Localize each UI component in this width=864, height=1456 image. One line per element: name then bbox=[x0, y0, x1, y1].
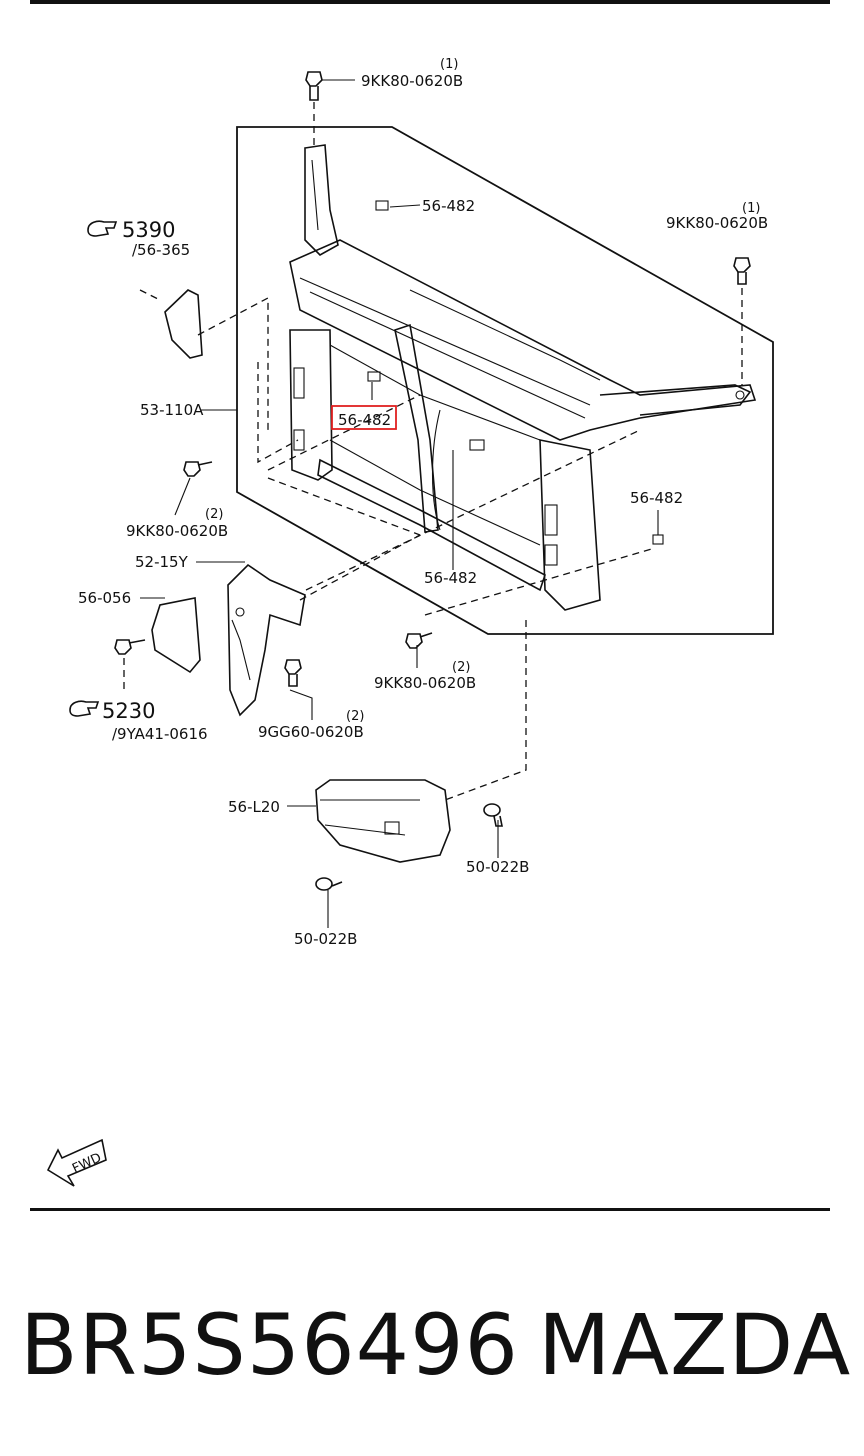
label-lower-bolt: 9KK80-0620B bbox=[374, 674, 476, 692]
label-bracket-56: 56-056 bbox=[78, 589, 131, 607]
bolt-gg bbox=[284, 659, 302, 687]
label-gg-bolt: 9GG60-0620B bbox=[258, 723, 364, 741]
label-top-bolt: 9KK80-0620B bbox=[361, 72, 463, 90]
parts-diagram: (1) 9KK80-0620B 56-482 5390 /56-365 (1) … bbox=[46, 57, 774, 1187]
label-lower-bolt-qty: (2) bbox=[452, 660, 470, 675]
footer: BR5S56496 MAZDA bbox=[0, 1290, 864, 1400]
highlight-box bbox=[331, 405, 397, 430]
part-number: BR5S56496 bbox=[20, 1296, 519, 1394]
dashed-leaders bbox=[123, 102, 743, 801]
label-ref-5390: 5390 bbox=[122, 218, 175, 242]
label-panel: 53-110A bbox=[140, 401, 204, 419]
label-highlighted-clip: 56-482 bbox=[338, 411, 391, 429]
deflector-56L20 bbox=[315, 779, 451, 863]
fwd-arrow-icon bbox=[46, 1138, 107, 1187]
hand-pointer-5390-icon bbox=[87, 220, 118, 237]
hand-pointer-5230-icon bbox=[69, 700, 100, 717]
clip-50a bbox=[483, 803, 503, 827]
label-top-bolt-qty: (1) bbox=[440, 57, 458, 72]
label-clip-50a: 50-022B bbox=[466, 858, 529, 876]
label-right-bolt-qty: (1) bbox=[742, 201, 760, 216]
clip-50b bbox=[315, 877, 343, 891]
bolt-left bbox=[183, 461, 213, 477]
label-ref-56365: /56-365 bbox=[132, 241, 190, 259]
label-left-bolt-qty: (2) bbox=[205, 507, 223, 522]
brand-name: MAZDA bbox=[538, 1296, 852, 1394]
side-cover-56365 bbox=[164, 289, 203, 359]
label-fwd: FWD bbox=[70, 1150, 104, 1176]
bottom-rule bbox=[30, 1208, 830, 1211]
label-clip-50b: 50-022B bbox=[294, 930, 357, 948]
label-clip-top: 56-482 bbox=[422, 197, 475, 215]
label-clip-bottom: 56-482 bbox=[424, 569, 477, 587]
label-clip-right: 56-482 bbox=[630, 489, 683, 507]
bolt-bracket bbox=[114, 639, 146, 655]
bolt-lower bbox=[405, 632, 433, 649]
label-ref-5230: 5230 bbox=[102, 699, 155, 723]
bracket-56056 bbox=[151, 597, 201, 674]
bolt-right bbox=[733, 257, 751, 285]
assembly-outline bbox=[236, 126, 774, 635]
solid-leaders bbox=[140, 79, 659, 928]
radiator-support-panel bbox=[289, 144, 757, 611]
label-left-bolt: 9KK80-0620B bbox=[126, 522, 228, 540]
label-right-bolt: 9KK80-0620B bbox=[666, 214, 768, 232]
label-bracket-52: 52-15Y bbox=[135, 553, 189, 571]
top-rule bbox=[30, 0, 830, 4]
label-gg-bolt-qty: (2) bbox=[346, 709, 364, 724]
label-deflector: 56-L20 bbox=[228, 798, 280, 816]
label-ref-9ya41: /9YA41-0616 bbox=[112, 725, 208, 743]
bolt-top bbox=[305, 71, 323, 101]
bracket-5215Y bbox=[227, 563, 306, 717]
